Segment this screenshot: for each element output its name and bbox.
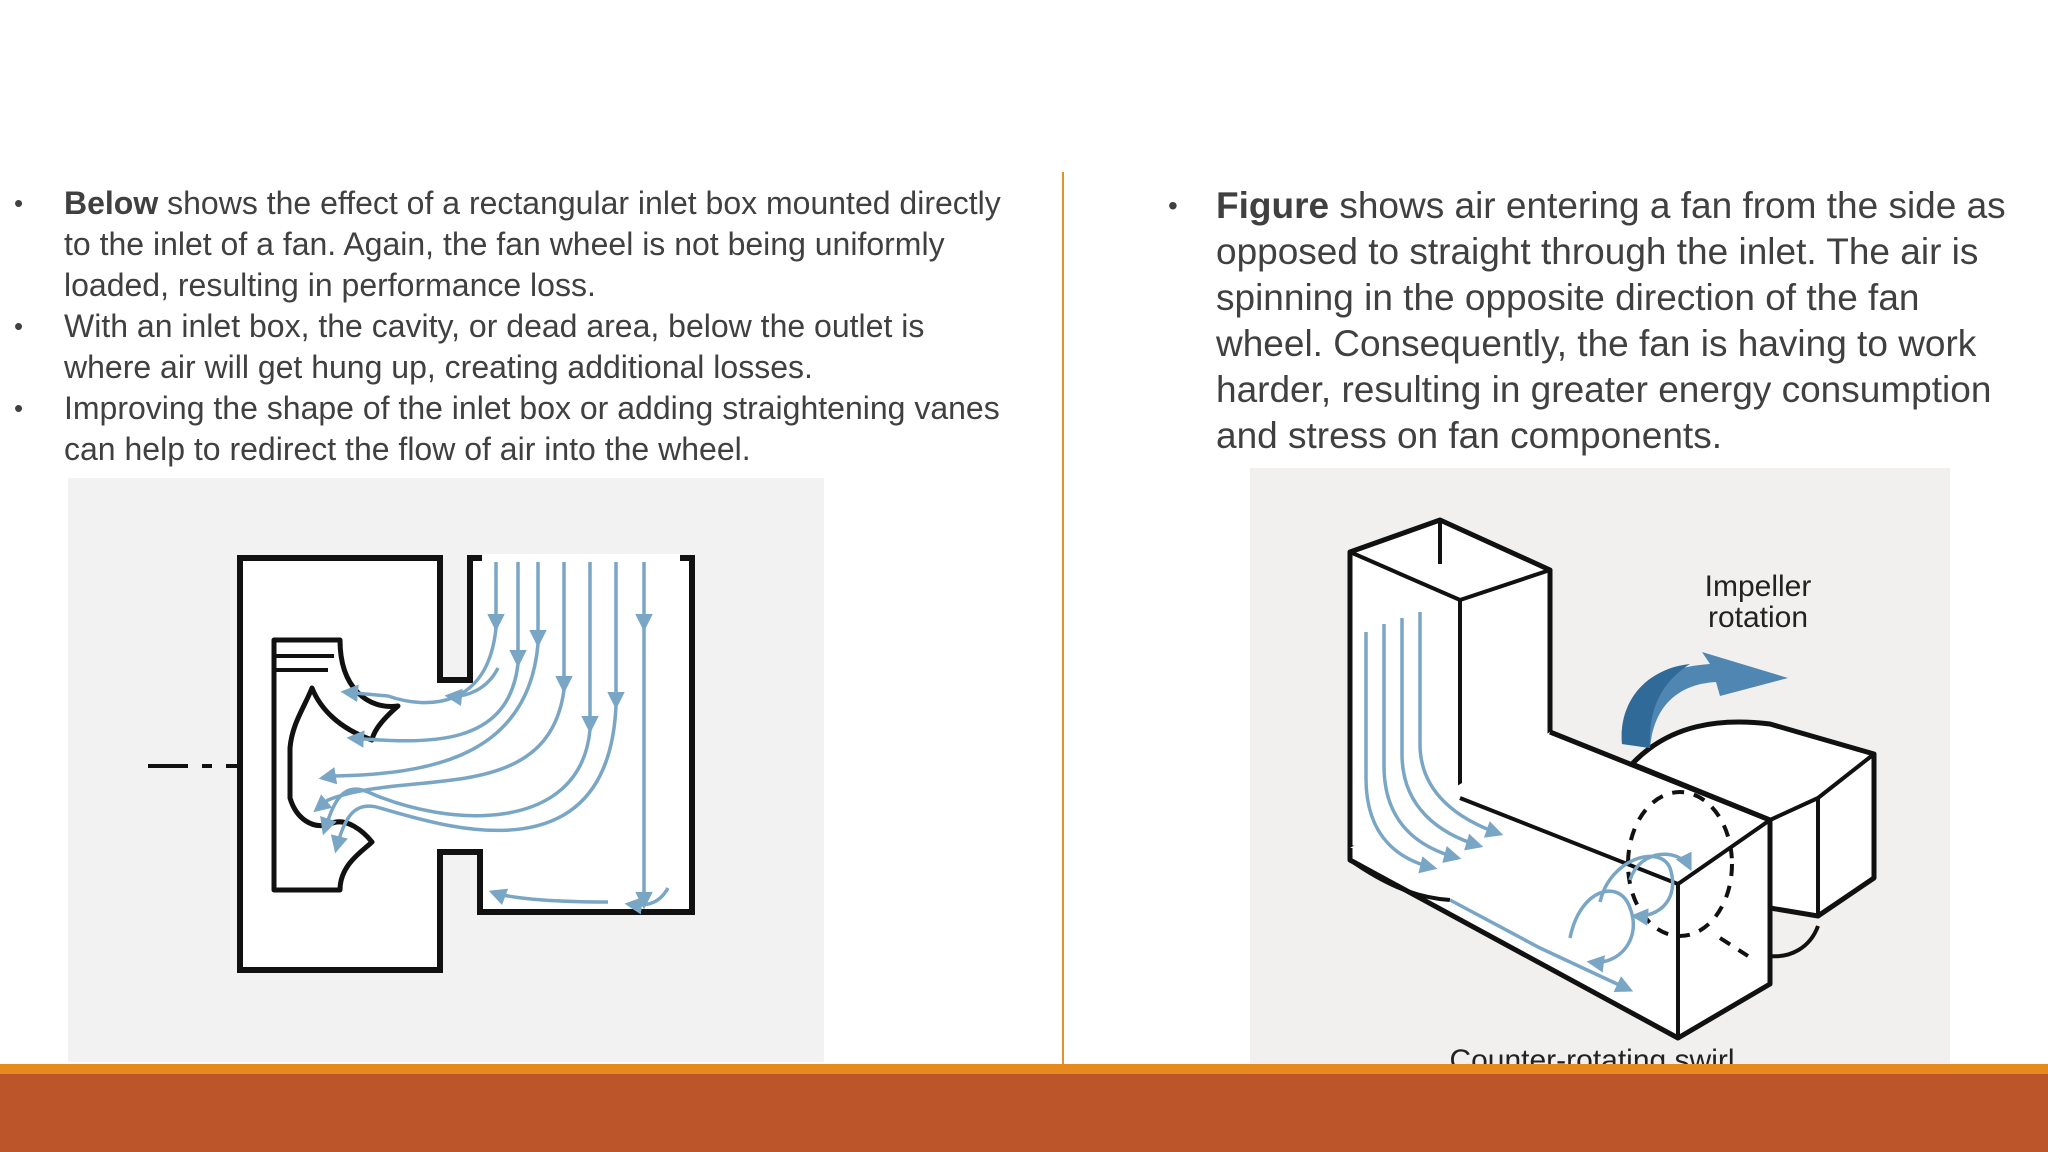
impeller-rotation-label-line2: rotation — [1708, 601, 1808, 634]
impeller-rotation-label: Impeller — [1705, 570, 1812, 603]
bullet-bold-lead: Below — [64, 185, 159, 221]
impeller-outline — [1626, 790, 1734, 938]
left-bullet-2: • With an inlet box, the cavity, or dead … — [14, 306, 1004, 388]
bullet-text: shows air entering a fan from the side a… — [1216, 185, 2006, 456]
left-bullet-list: • Below shows the effect of a rectangular… — [14, 183, 1004, 470]
left-bullet-1: • Below shows the effect of a rectangular… — [14, 183, 1004, 306]
footer-bar — [0, 1074, 2048, 1152]
fan-housing — [1629, 719, 1877, 919]
bullet-dot: • — [1168, 190, 1178, 221]
side-entry-figure: Impeller rotation Counter-rotating swirl — [1250, 468, 1950, 1100]
right-bullet-1: • Figure shows air entering a fan from th… — [1168, 183, 2036, 459]
inlet-box-diagram — [148, 554, 695, 973]
footer-accent-line — [0, 1064, 2048, 1074]
bullet-dot: • — [14, 311, 24, 341]
flow-streamlines — [1364, 612, 1692, 993]
bullet-text: shows the effect of a rectangular inlet … — [64, 185, 1001, 303]
bullet-dot: • — [14, 393, 24, 423]
bullet-bold-lead: Figure — [1216, 185, 1330, 226]
left-bullet-3: • Improving the shape of the inlet box or… — [14, 388, 1004, 470]
bullet-text: With an inlet box, the cavity, or dead a… — [64, 308, 925, 385]
column-divider — [1062, 172, 1064, 1100]
inlet-box-outline — [237, 555, 695, 973]
bullet-text: Improving the shape of the inlet box or … — [64, 390, 1000, 467]
bullet-dot: • — [14, 188, 24, 218]
flow-streamlines — [313, 562, 670, 915]
side-entry-diagram: Impeller rotation Counter-rotating swirl — [1347, 517, 1877, 1077]
fan-wheel — [271, 637, 401, 893]
right-bullet-list: • Figure shows air entering a fan from th… — [1168, 183, 2036, 459]
inlet-box-figure — [68, 478, 824, 1062]
